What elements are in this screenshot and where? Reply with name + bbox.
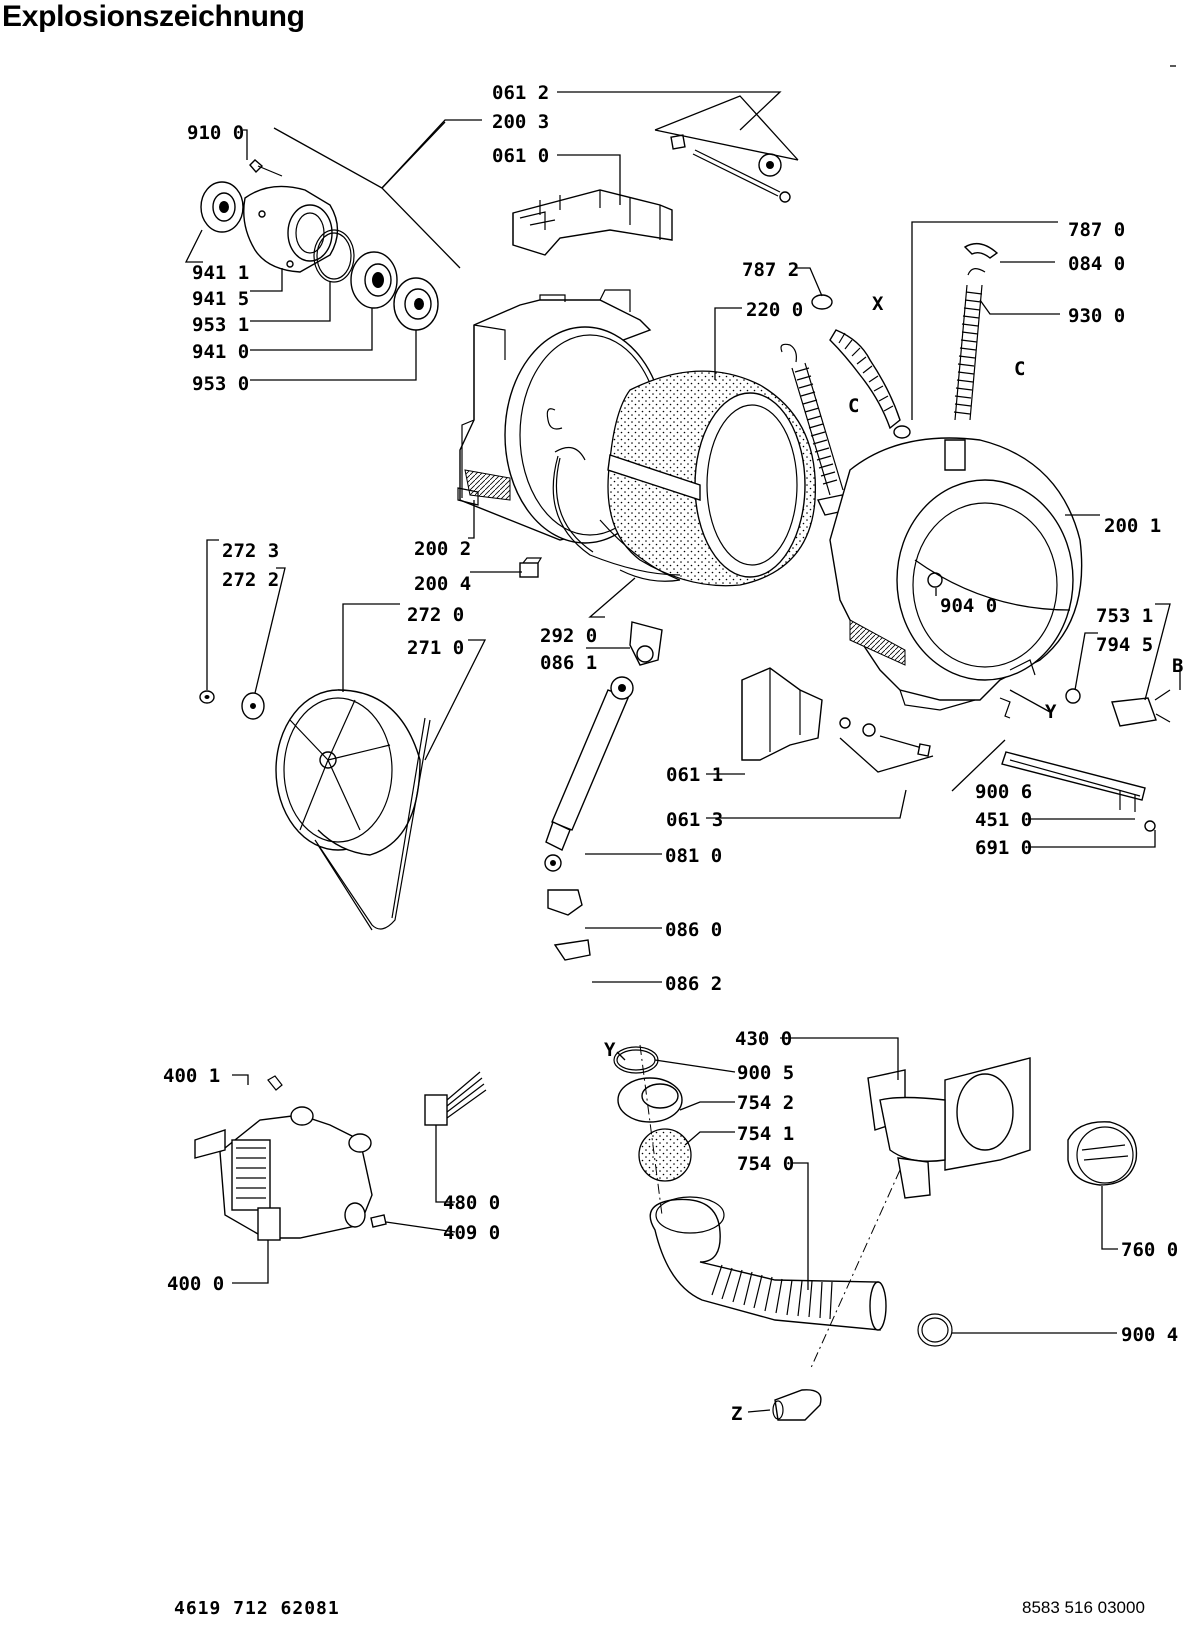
- callout-200-3: 200 3: [492, 111, 549, 133]
- callout-c-2: C: [848, 395, 859, 417]
- callout-200-2: 200 2: [414, 538, 471, 560]
- counterweight-top-part: [512, 189, 673, 256]
- callout-x: X: [872, 293, 884, 315]
- callout-272-2: 272 2: [222, 569, 279, 591]
- rod-assembly-part: [654, 95, 799, 203]
- motor-brush-part: [370, 1071, 487, 1228]
- callout-z: Z: [731, 1403, 742, 1425]
- callout-272-0: 272 0: [407, 604, 464, 626]
- callout-904-0: 904 0: [940, 595, 997, 617]
- callout-y-1: Y: [1045, 701, 1057, 723]
- callout-292-0: 292 0: [540, 625, 597, 647]
- callout-220-0: 220 0: [746, 299, 803, 321]
- callout-061-0: 061 0: [492, 145, 549, 167]
- callout-409-0: 409 0: [443, 1222, 500, 1244]
- callout-400-0: 400 0: [167, 1273, 224, 1295]
- springs-part: [780, 242, 999, 516]
- clamp-ring-part: [519, 455, 681, 578]
- callout-691-0: 691 0: [975, 837, 1032, 859]
- callout-084-0: 084 0: [1068, 253, 1125, 275]
- drain-pump-part: [613, 1044, 1138, 1421]
- callout-272-3: 272 3: [222, 540, 279, 562]
- leader-lines: [184, 91, 1181, 1413]
- page-title: Explosionszeichnung: [2, 0, 305, 33]
- callout-941-1: 941 1: [192, 262, 249, 284]
- counterweight-front-part: [741, 667, 934, 773]
- callout-480-0: 480 0: [443, 1192, 500, 1214]
- callout-930-0: 930 0: [1068, 305, 1125, 327]
- callout-941-5: 941 5: [192, 288, 249, 310]
- callout-430-0: 430 0: [735, 1028, 792, 1050]
- callout-271-0: 271 0: [407, 637, 464, 659]
- callout-787-0: 787 0: [1068, 219, 1125, 241]
- callout-b: B: [1172, 655, 1183, 677]
- exploded-view-diagram: 061 2 200 3 061 0 910 0 941 1 941 5 953 …: [163, 65, 1183, 1425]
- callout-900-6: 900 6: [975, 781, 1032, 803]
- callout-953-1: 953 1: [192, 314, 249, 336]
- callout-200-1: 200 1: [1104, 515, 1161, 537]
- callout-794-5: 794 5: [1096, 634, 1153, 656]
- shock-absorber-part: [544, 621, 663, 961]
- callout-754-0: 754 0: [737, 1153, 794, 1175]
- callout-910-0: 910 0: [187, 122, 244, 144]
- callout-753-1: 753 1: [1096, 605, 1153, 627]
- callout-787-2: 787 2: [742, 259, 799, 281]
- heater-part: [999, 688, 1171, 832]
- callout-086-1: 086 1: [540, 652, 597, 674]
- bellows-hose-part: [811, 294, 911, 439]
- callout-086-2: 086 2: [665, 973, 722, 995]
- bearing-assembly-part: [200, 121, 461, 331]
- drum-part: [599, 370, 817, 587]
- callout-081-0: 081 0: [665, 845, 722, 867]
- callout-760-0: 760 0: [1121, 1239, 1178, 1261]
- callout-900-5: 900 5: [737, 1062, 794, 1084]
- callout-941-0: 941 0: [192, 341, 249, 363]
- front-tub-part: [829, 437, 1083, 711]
- callout-900-4: 900 4: [1121, 1324, 1178, 1346]
- callout-754-1: 754 1: [737, 1123, 794, 1145]
- document-number-left: 4619 712 62081: [174, 1598, 340, 1619]
- callout-400-1: 400 1: [163, 1065, 220, 1087]
- callout-200-4: 200 4: [414, 573, 471, 595]
- callout-451-0: 451 0: [975, 809, 1032, 831]
- callout-953-0: 953 0: [192, 373, 249, 395]
- callout-754-2: 754 2: [737, 1092, 794, 1114]
- pulley-belt-part: [199, 689, 431, 931]
- callout-061-1: 061 1: [666, 764, 723, 786]
- callout-061-3: 061 3: [666, 809, 723, 831]
- motor-part: [194, 1075, 373, 1241]
- callout-c-1: C: [1014, 358, 1025, 380]
- callout-y-2: Y: [604, 1039, 616, 1061]
- part-number-labels: 061 2 200 3 061 0 910 0 941 1 941 5 953 …: [163, 82, 1183, 1425]
- document-number-right: 8583 516 03000: [1022, 1598, 1145, 1617]
- callout-061-2: 061 2: [492, 82, 549, 104]
- callout-086-0: 086 0: [665, 919, 722, 941]
